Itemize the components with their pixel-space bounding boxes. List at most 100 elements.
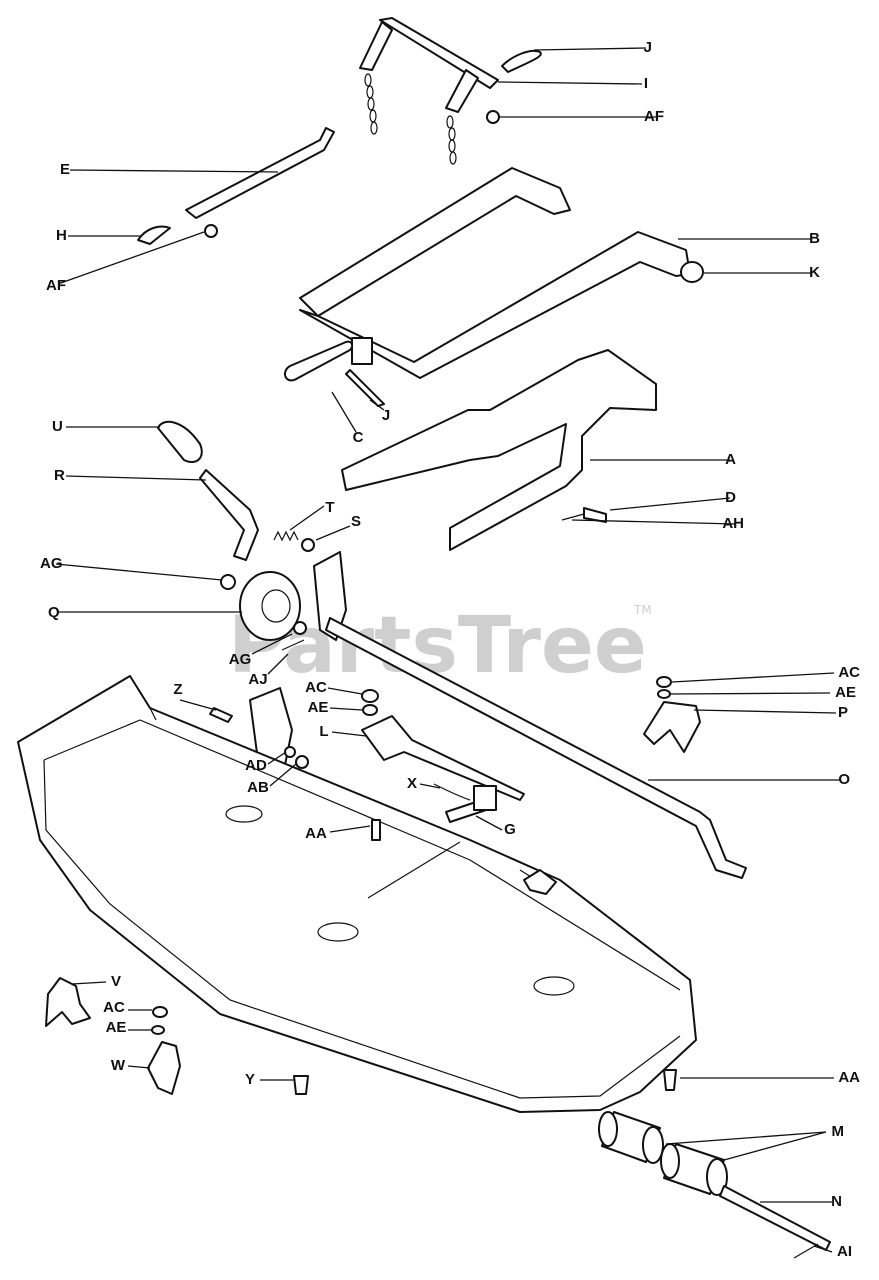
callout-label-ag2: AG bbox=[229, 651, 252, 668]
leader-line-l bbox=[331, 731, 367, 737]
part-nut-ac-mid bbox=[361, 689, 379, 703]
part-clip-h bbox=[137, 225, 171, 245]
part-rod-o bbox=[325, 617, 747, 879]
part-handle bbox=[199, 469, 259, 561]
part-clevis-pin bbox=[283, 340, 354, 382]
callout-label-m: M bbox=[832, 1123, 845, 1140]
part-nut-ab bbox=[295, 755, 309, 769]
part-washer-af bbox=[204, 224, 218, 238]
leader-line-ad bbox=[267, 751, 287, 765]
leader-line-ae2 bbox=[329, 707, 363, 711]
leader-line-aa1 bbox=[329, 825, 371, 833]
part-bracket-w bbox=[147, 1041, 181, 1095]
part-clevis bbox=[473, 785, 497, 811]
watermark-trademark: TM bbox=[633, 603, 652, 617]
callout-label-aa2: AA bbox=[838, 1069, 860, 1086]
callout-label-j: J bbox=[644, 39, 652, 56]
part-link-rod bbox=[185, 127, 335, 219]
leader-line-s bbox=[315, 525, 351, 541]
part-clip-x bbox=[433, 783, 471, 801]
callout-label-e: E bbox=[60, 161, 70, 178]
callout-label-z: Z bbox=[173, 681, 182, 698]
part-hanger-bar bbox=[359, 17, 499, 165]
callout-label-w: W bbox=[111, 1057, 126, 1074]
callout-label-k: K bbox=[809, 264, 820, 281]
leader-line-e bbox=[69, 169, 279, 173]
part-bracket-p bbox=[643, 701, 701, 753]
callout-label-af1: AF bbox=[644, 108, 664, 125]
callout-label-a: A bbox=[725, 451, 736, 468]
part-bolt-aa bbox=[371, 819, 381, 841]
callout-label-u: U bbox=[52, 418, 63, 435]
parts-artwork bbox=[17, 17, 831, 1259]
callout-label-i: I bbox=[644, 75, 648, 92]
leader-line-p bbox=[693, 709, 837, 714]
leader-line-ae1 bbox=[669, 692, 831, 695]
part-lift-frame bbox=[299, 167, 691, 379]
part-washer-s bbox=[301, 538, 315, 552]
leader-line-v bbox=[71, 981, 107, 985]
callout-label-l: L bbox=[319, 723, 328, 740]
leader-line-aj bbox=[267, 653, 289, 675]
callout-label-ah: AH bbox=[722, 515, 744, 532]
part-pin-d bbox=[583, 507, 607, 523]
part-washer-ag bbox=[220, 574, 236, 590]
callout-label-c: C bbox=[353, 429, 364, 446]
leader-line-ai bbox=[813, 1245, 833, 1253]
leader-line-ag1 bbox=[55, 563, 223, 581]
part-shaft-n bbox=[719, 1185, 831, 1251]
leader-line-w bbox=[127, 1065, 151, 1069]
part-nut-ac bbox=[656, 676, 672, 688]
part-hairpin-clip bbox=[501, 50, 542, 73]
callout-label-p: P bbox=[838, 704, 848, 721]
part-grip bbox=[157, 420, 203, 463]
callout-label-aj: AJ bbox=[248, 671, 267, 688]
callout-label-ab: AB bbox=[247, 779, 269, 796]
leader-line-j bbox=[533, 47, 647, 51]
callout-label-j2: J bbox=[382, 407, 390, 424]
callout-label-ad: AD bbox=[245, 757, 267, 774]
callout-label-r: R bbox=[54, 467, 65, 484]
leader-line-j2 bbox=[369, 399, 385, 411]
leader-line-g bbox=[475, 815, 503, 831]
callout-label-d: D bbox=[725, 489, 736, 506]
callout-label-y: Y bbox=[245, 1071, 255, 1088]
callout-label-ac3: AC bbox=[103, 999, 125, 1016]
leader-line-x bbox=[419, 783, 441, 789]
leader-line-m bbox=[665, 1131, 827, 1145]
part-cotter-ah bbox=[561, 513, 585, 521]
callout-label-g: G bbox=[504, 821, 516, 838]
leader-line-d bbox=[609, 497, 731, 511]
part-clip-j bbox=[345, 369, 385, 407]
part-bracket-v bbox=[45, 977, 91, 1027]
callout-label-ae2: AE bbox=[308, 699, 329, 716]
callout-label-b: B bbox=[809, 230, 820, 247]
leader-line-ac2 bbox=[327, 687, 363, 695]
callout-label-ae1: AE bbox=[835, 684, 856, 701]
callout-label-ac2: AC bbox=[305, 679, 327, 696]
callout-label-ac1: AC bbox=[838, 664, 860, 681]
leader-line-z bbox=[179, 699, 217, 711]
leader-line-m-2 bbox=[723, 1131, 827, 1161]
part-washer-ae bbox=[657, 689, 671, 699]
callout-label-s: S bbox=[351, 513, 361, 530]
callout-label-af2: AF bbox=[46, 277, 66, 294]
callout-label-aa1: AA bbox=[305, 825, 327, 842]
part-bolt-aa-right bbox=[663, 1069, 677, 1091]
part-washer-ae-mid bbox=[362, 704, 378, 716]
part-nut-ac-left bbox=[152, 1006, 168, 1018]
part-pin-aj bbox=[281, 639, 305, 651]
leader-line-ab bbox=[269, 763, 297, 787]
leader-line-ag2 bbox=[251, 633, 293, 655]
part-washer bbox=[486, 110, 500, 124]
leader-line-i bbox=[497, 81, 643, 85]
callout-label-x: X bbox=[407, 775, 417, 792]
part-arm-l bbox=[361, 715, 525, 801]
part-mower-deck bbox=[17, 675, 697, 1113]
leader-line-ah bbox=[571, 519, 737, 525]
leader-line-r bbox=[65, 475, 207, 481]
part-rollers bbox=[598, 1111, 728, 1196]
